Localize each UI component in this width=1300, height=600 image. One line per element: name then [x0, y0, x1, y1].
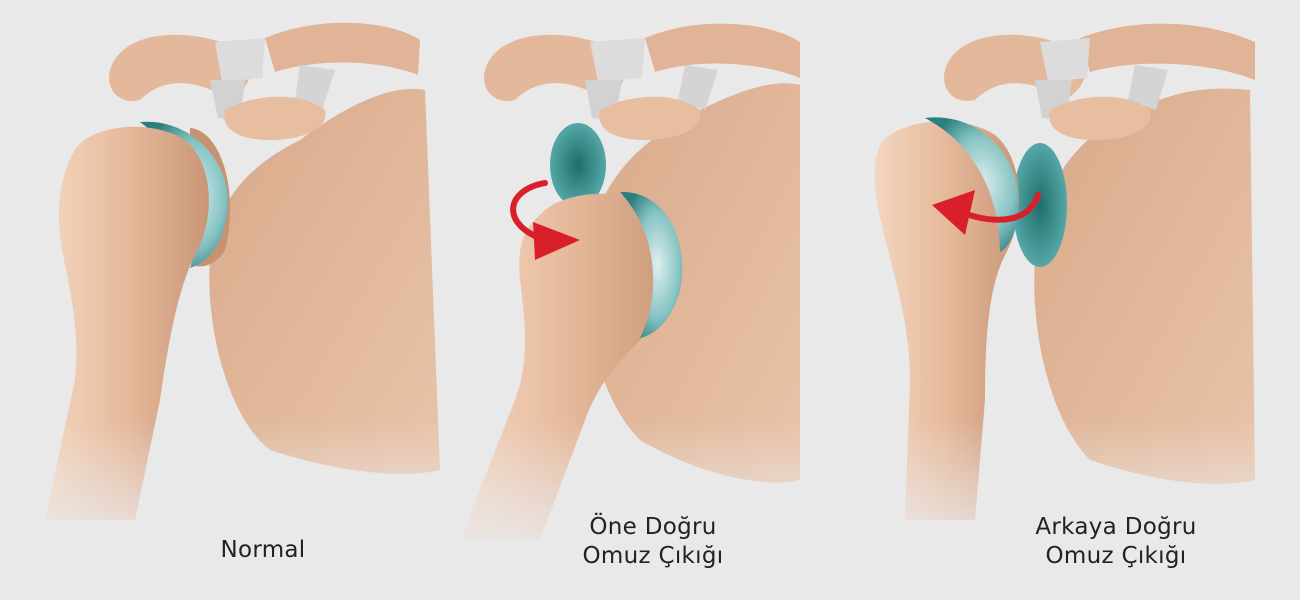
caption-normal: Normal — [113, 536, 413, 565]
caption-line: Öne Doğru — [589, 514, 717, 540]
caption-line: Normal — [220, 537, 306, 563]
bottom-fade — [0, 0, 1300, 560]
caption-line: Omuz Çıkığı — [582, 543, 724, 569]
caption-posterior-dislocation: Arkaya Doğru Omuz Çıkığı — [966, 513, 1266, 571]
caption-anterior-dislocation: Öne Doğru Omuz Çıkığı — [503, 513, 803, 571]
caption-line: Omuz Çıkığı — [1045, 543, 1187, 569]
caption-line: Arkaya Doğru — [1035, 514, 1197, 540]
